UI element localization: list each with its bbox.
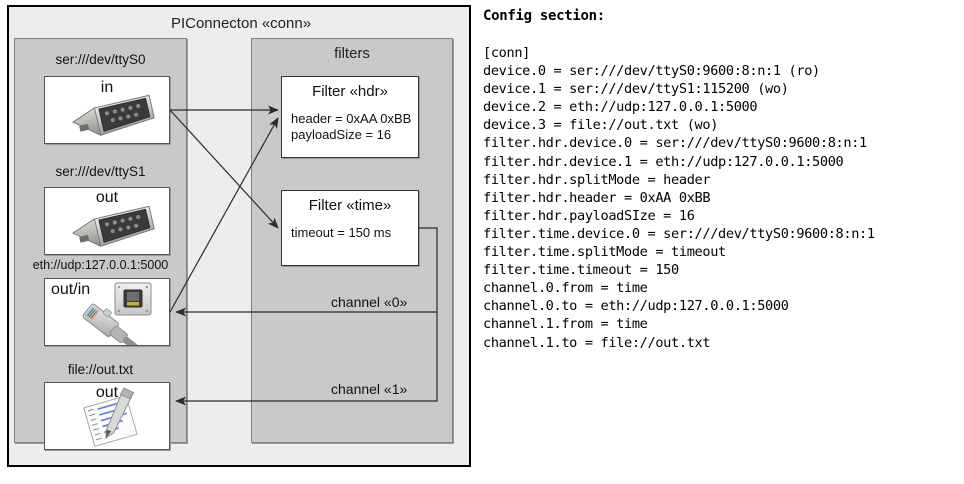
- filter-box-time[interactable]: Filter «time» timeout = 150 ms: [281, 190, 419, 266]
- device-mode-in-0: in: [100, 79, 114, 96]
- filter-time-prop-timeout: timeout = 150 ms: [291, 225, 392, 240]
- filter-time-props: timeout = 150 ms: [291, 225, 391, 241]
- device-mode-out-3: out: [95, 384, 119, 401]
- device-label-ttys0: ser:///dev/ttyS0: [55, 52, 146, 67]
- filter-time-title: Filter «time»: [308, 197, 392, 214]
- filter-box-hdr[interactable]: Filter «hdr» header = 0xAA 0xBB payloadS…: [281, 76, 419, 158]
- config-heading: Config section:: [483, 8, 605, 24]
- filters-panel-title: filters: [334, 45, 370, 62]
- device-card-ttys1[interactable]: out: [44, 187, 170, 255]
- diagram-title: PIConnecton «conn»: [170, 15, 312, 32]
- device-label-ttys1: ser:///dev/ttyS1: [55, 164, 146, 179]
- channel-label-0: channel «0»: [331, 294, 408, 310]
- device-mode-outin-2: out/in: [51, 281, 91, 298]
- filter-hdr-prop-payloadsize: payloadSize = 16: [291, 127, 392, 142]
- text-file-pencil-icon: [45, 383, 169, 449]
- config-body: [conn] device.0 = ser:///dev/ttyS0:9600:…: [483, 45, 875, 351]
- device-card-eth[interactable]: out/in: [44, 278, 170, 346]
- ethernet-plug-icon: [45, 279, 169, 345]
- filter-hdr-title: Filter «hdr»: [312, 83, 388, 100]
- device-label-file: file://out.txt: [67, 362, 134, 377]
- filter-hdr-prop-header: header = 0xAA 0xBB: [291, 111, 412, 126]
- serial-db9-icon: [45, 77, 169, 143]
- device-label-eth: eth://udp:127.0.0.1:5000: [32, 258, 169, 272]
- channel-label-1: channel «1»: [331, 381, 408, 397]
- serial-db9-icon: [45, 188, 169, 254]
- device-mode-out-1: out: [95, 189, 119, 206]
- device-card-ttys0[interactable]: in: [44, 76, 170, 144]
- device-card-file[interactable]: out: [44, 382, 170, 450]
- filter-hdr-props: header = 0xAA 0xBB payloadSize = 16: [291, 111, 411, 143]
